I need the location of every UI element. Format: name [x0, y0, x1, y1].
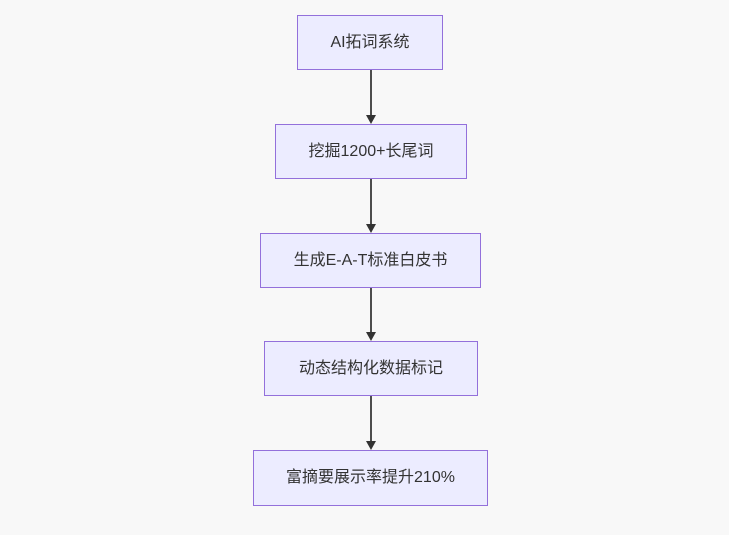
- flowchart-node-longtail-mining: 挖掘1200+长尾词: [275, 124, 467, 179]
- arrow-line: [369, 396, 372, 441]
- node-label: AI拓词系统: [330, 33, 410, 51]
- flow-arrow-4: [365, 396, 376, 450]
- arrow-down-icon: [365, 332, 376, 341]
- arrow-down-icon: [365, 115, 376, 124]
- node-label: 富摘要展示率提升210%: [286, 469, 455, 486]
- arrow-line: [369, 179, 372, 224]
- arrow-down-icon: [365, 441, 376, 450]
- flow-arrow-1: [365, 70, 376, 124]
- flowchart-node-structured-data: 动态结构化数据标记: [264, 341, 478, 396]
- arrow-down-icon: [365, 224, 376, 233]
- flow-arrow-2: [365, 179, 376, 233]
- arrow-line: [369, 288, 372, 332]
- flowchart-node-ai-expansion: AI拓词系统: [297, 15, 443, 70]
- arrow-line: [369, 70, 372, 115]
- flowchart-node-eat-whitepaper: 生成E-A-T标准白皮书: [260, 233, 481, 288]
- node-label: 生成E-A-T标准白皮书: [293, 251, 448, 269]
- node-label: 动态结构化数据标记: [298, 359, 443, 377]
- flowchart-node-rich-snippet-result: 富摘要展示率提升210%: [253, 450, 488, 506]
- flow-arrow-3: [365, 288, 376, 341]
- node-label: 挖掘1200+长尾词: [308, 142, 434, 160]
